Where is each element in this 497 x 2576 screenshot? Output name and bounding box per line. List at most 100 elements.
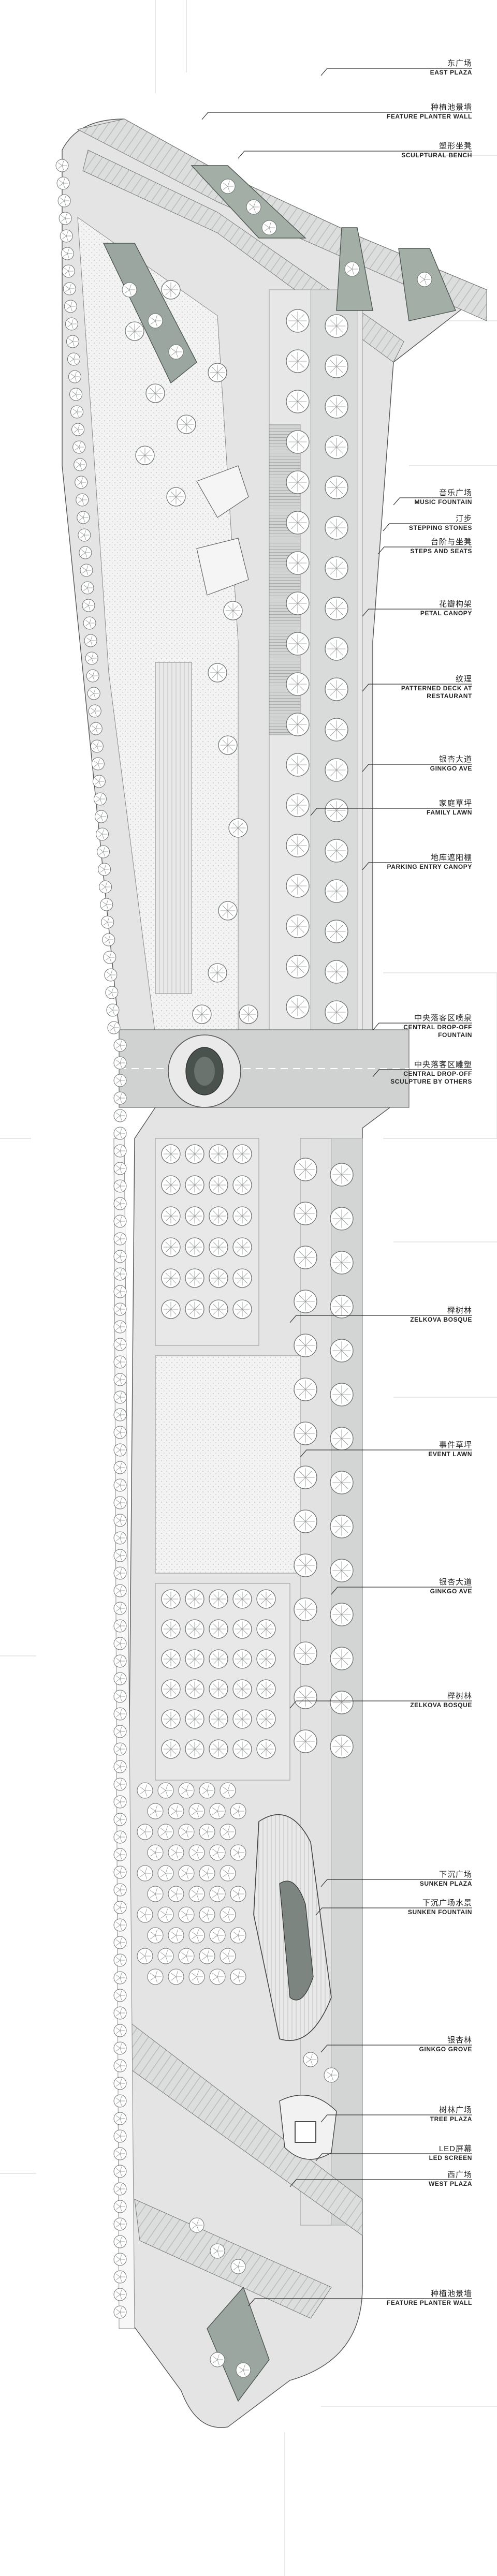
label-english: LED SCREEN xyxy=(429,2154,472,2162)
tree xyxy=(64,300,77,313)
tree xyxy=(344,261,360,277)
leader-line xyxy=(300,1449,472,1458)
tree xyxy=(330,1559,354,1582)
tree xyxy=(325,677,348,701)
tree xyxy=(325,758,348,782)
tree xyxy=(325,395,348,419)
tree xyxy=(97,845,110,858)
tree xyxy=(62,264,75,278)
tree xyxy=(232,1144,252,1164)
tree xyxy=(232,1268,252,1288)
tree xyxy=(113,1461,127,1474)
label-english: PATTERNED DECK AT RESTAURANT xyxy=(401,684,472,700)
label-chinese: 西广场 xyxy=(447,2170,472,2179)
tree xyxy=(113,1953,127,1967)
tree xyxy=(208,663,227,683)
tree xyxy=(113,1267,127,1281)
tree xyxy=(261,220,277,235)
tree xyxy=(325,556,348,580)
tree xyxy=(147,1886,164,1902)
tree xyxy=(286,995,310,1019)
tree xyxy=(102,933,115,946)
tree xyxy=(86,669,99,683)
tree xyxy=(69,388,83,401)
tree xyxy=(157,1824,174,1840)
tree xyxy=(209,1299,228,1319)
tree xyxy=(113,1830,127,1844)
tree xyxy=(188,1844,205,1861)
tree xyxy=(168,1803,184,1819)
tree xyxy=(286,390,310,413)
tree xyxy=(113,1443,127,1457)
label-chinese: 地库遮阳棚 xyxy=(430,853,472,862)
event-lawn xyxy=(155,1355,301,1574)
tree xyxy=(80,564,93,577)
tree xyxy=(113,1215,127,1228)
tree xyxy=(113,1338,127,1351)
trees-layer xyxy=(55,159,432,2378)
tree xyxy=(113,1760,127,1773)
tree xyxy=(96,827,109,841)
tree xyxy=(113,2112,127,2125)
tree xyxy=(113,1091,127,1105)
leader-line xyxy=(383,523,472,531)
tree xyxy=(232,1589,252,1609)
tree xyxy=(113,1232,127,1246)
tree xyxy=(246,199,261,215)
label-chinese: 塑形坐凳 xyxy=(438,142,472,151)
tree xyxy=(67,352,80,366)
label-chinese: 纹理 xyxy=(455,675,472,684)
tree xyxy=(178,1906,195,1923)
tree xyxy=(56,176,70,190)
tree xyxy=(90,739,104,753)
tree xyxy=(185,1206,204,1226)
tree xyxy=(209,1927,226,1944)
tree xyxy=(330,1603,354,1626)
tree xyxy=(77,511,90,524)
label-chinese: 下沉广场水景 xyxy=(422,1899,472,1907)
tree xyxy=(220,1865,236,1882)
leader-line xyxy=(315,1907,472,1916)
tree xyxy=(185,1739,204,1759)
tree xyxy=(256,1679,276,1699)
tree xyxy=(81,581,94,595)
tree xyxy=(330,1163,354,1187)
tree xyxy=(325,354,348,378)
tree xyxy=(209,1679,228,1699)
tree xyxy=(256,1739,276,1759)
tree xyxy=(294,1422,317,1445)
tree xyxy=(294,1729,317,1753)
tree xyxy=(286,349,310,373)
tree xyxy=(209,1649,228,1669)
tree xyxy=(147,1927,164,1944)
label-chinese: 家庭草坪 xyxy=(438,799,472,808)
tree xyxy=(145,383,165,403)
tree xyxy=(157,1865,174,1882)
tree xyxy=(113,2288,127,2301)
tree xyxy=(168,1886,184,1902)
tree xyxy=(325,1000,348,1024)
tree xyxy=(325,920,348,943)
tree xyxy=(161,1237,181,1257)
tree xyxy=(417,272,432,287)
petal-canopy-1 xyxy=(196,465,249,518)
tree xyxy=(113,2270,127,2284)
tree xyxy=(209,1803,226,1819)
leader-lines-layer xyxy=(201,68,472,2306)
tree xyxy=(113,1901,127,1914)
tree xyxy=(232,1679,252,1699)
label-english: FEATURE PLANTER WALL xyxy=(386,112,472,120)
leader-line xyxy=(201,112,472,120)
label-english: CENTRAL DROP-OFF SCULPTURE BY OTHERS xyxy=(390,1070,472,1085)
tree xyxy=(113,1074,127,1087)
tree xyxy=(209,1968,226,1985)
tree xyxy=(185,1268,204,1288)
tree xyxy=(325,879,348,903)
label-chinese: 种植池景墙 xyxy=(430,103,472,112)
